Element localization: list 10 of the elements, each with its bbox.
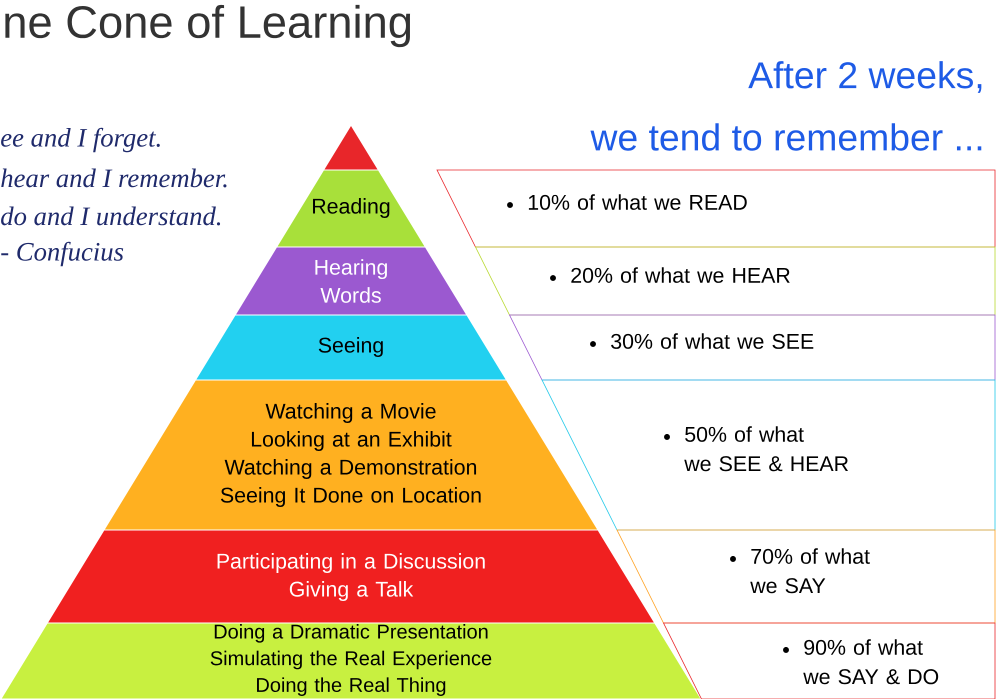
title: ne Cone of Learning xyxy=(5,4,410,48)
pyramid-tier: Doing a Dramatic Presentation Simulating the Real Experience Doing the Real Thing xyxy=(0,622,702,699)
quote-line: hear and I remember. xyxy=(1,168,226,188)
heading: we tend to remember ... xyxy=(590,123,982,151)
pyramid-tier: Watching a Movie Looking at an Exhibit Watching a Demonstration Seeing It Done on Location xyxy=(103,379,599,531)
quote-line: ee and I forget. xyxy=(1,128,160,152)
quote-author: - Confucius xyxy=(1,242,124,266)
heading: After 2 weeks, xyxy=(748,61,982,93)
pyramid-tier: Seeing xyxy=(194,314,508,381)
quote-line: do and I understand. xyxy=(1,206,220,226)
